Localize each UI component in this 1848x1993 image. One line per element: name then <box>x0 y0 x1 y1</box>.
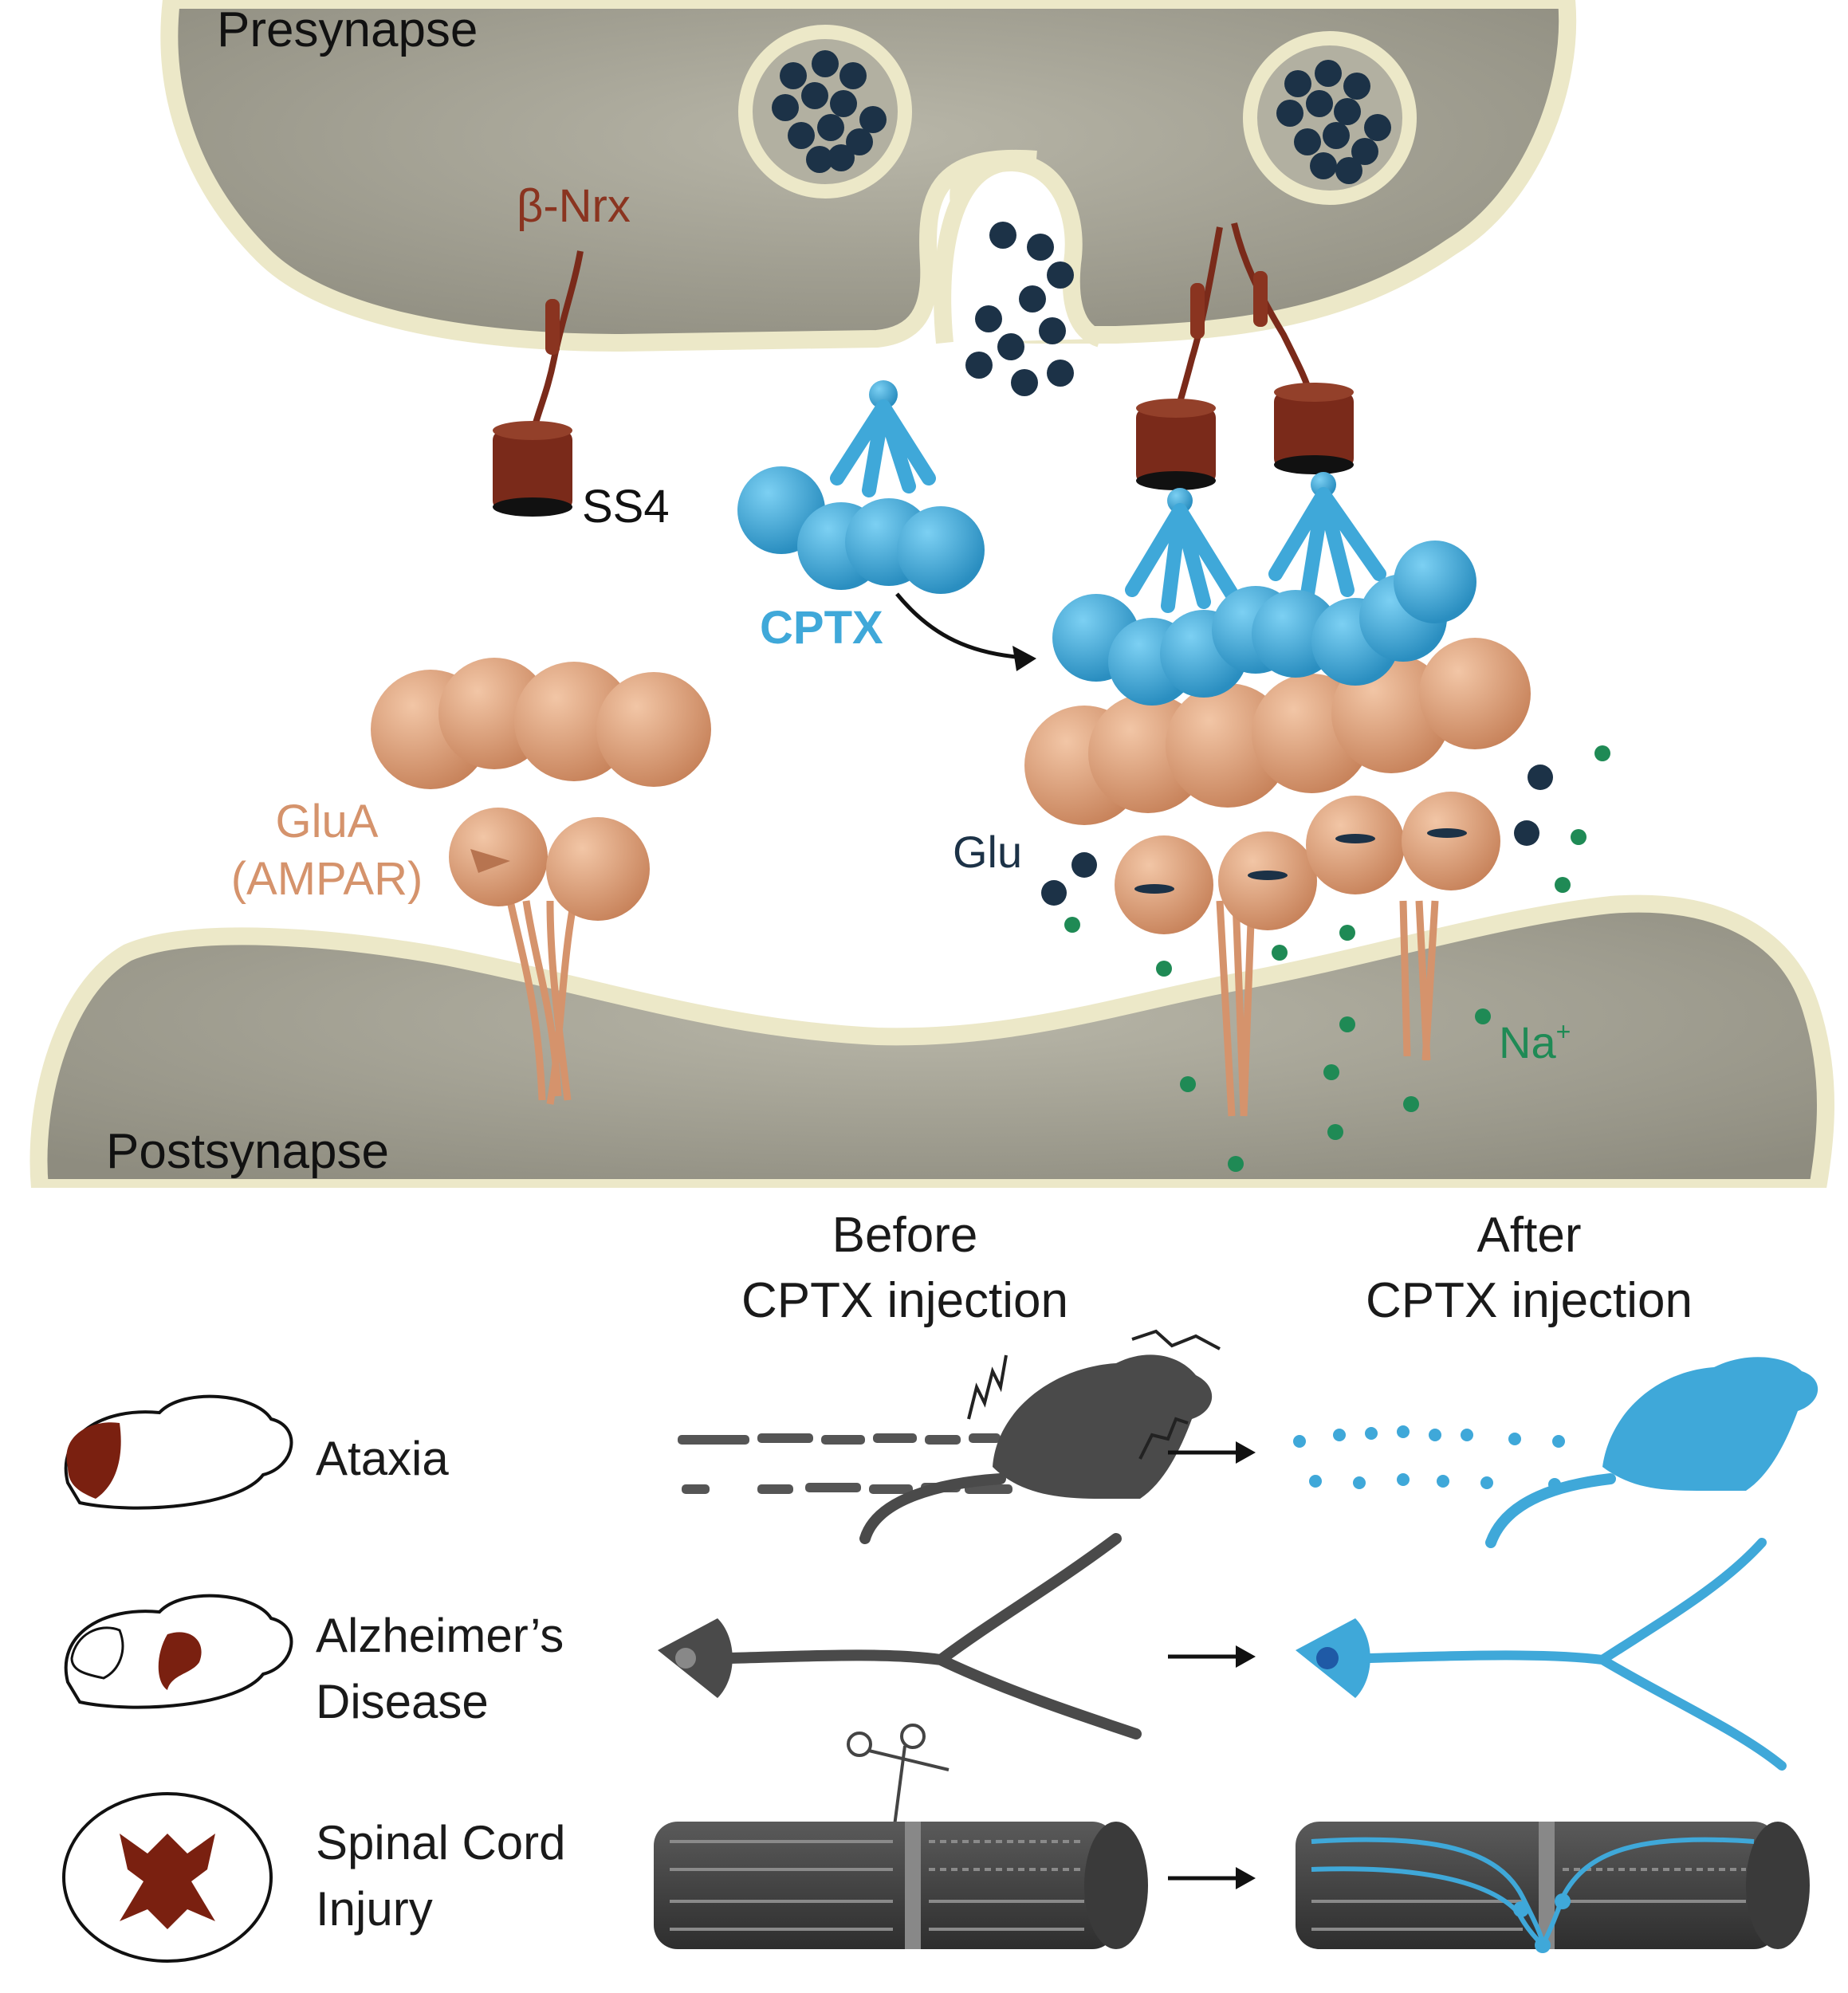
sodium-ions <box>1064 745 1610 1172</box>
cptx-molecule-free <box>737 380 985 594</box>
ss4-label: SS4 <box>582 481 670 533</box>
neuron-icon <box>658 1533 1142 1739</box>
before-header-line1: Before <box>832 1208 978 1263</box>
condition-label: Ataxia <box>316 1432 449 1485</box>
glutamate-dots <box>1041 765 1553 906</box>
after-header-line1: After <box>1477 1208 1582 1263</box>
footprints-after <box>1293 1425 1565 1491</box>
before-header-line2: CPTX injection <box>741 1273 1068 1328</box>
synaptic-vesicle <box>738 25 912 199</box>
row-ataxia: Ataxia <box>64 1329 1819 1548</box>
condition-label: Disease <box>316 1675 489 1728</box>
beta-neurexin-left <box>493 250 584 517</box>
condition-label: Alzheimer’s <box>316 1609 564 1662</box>
disease-panel: Before CPTX injection After CPTX injecti… <box>0 1188 1848 1993</box>
arrow-icon <box>895 592 1025 660</box>
spinal-cord-before <box>654 1822 1148 1949</box>
beta-neurexin-right <box>1136 222 1354 490</box>
glua-label-line1: GluA <box>276 796 379 847</box>
tremor-lines <box>967 1329 1221 1460</box>
spinal-cord-after <box>1296 1822 1810 1953</box>
glu-label: Glu <box>953 827 1022 877</box>
ampar-left <box>371 658 711 1105</box>
row-spinal-cord: Spinal Cord Injury <box>62 1724 1810 1963</box>
row-alzheimers: Alzheimer’s Disease <box>64 1533 1787 1771</box>
arrow-icon <box>1168 1867 1256 1889</box>
footprints-before <box>678 1433 1012 1494</box>
after-header-line2: CPTX injection <box>1366 1273 1693 1328</box>
arrow-icon <box>1168 1441 1256 1464</box>
arrow-icon <box>1168 1645 1256 1668</box>
cptx-molecule-bound <box>1052 472 1476 706</box>
condition-label: Spinal Cord <box>316 1816 566 1869</box>
na-label: Na+ <box>1499 1017 1571 1067</box>
mouse-icon <box>859 1354 1213 1544</box>
released-glutamate <box>965 222 1074 396</box>
spinal-cord-section-icon <box>62 1792 273 1963</box>
scissors-icon <box>847 1724 950 1826</box>
mouse-icon <box>1485 1357 1819 1548</box>
synaptic-vesicle <box>1243 31 1417 205</box>
presynapse-pit <box>934 154 1104 348</box>
postsynapse-label: Postsynapse <box>106 1124 389 1179</box>
brain-cerebellum-icon <box>64 1394 293 1510</box>
condition-label: Injury <box>316 1882 433 1936</box>
neuron-icon <box>1296 1538 1787 1771</box>
presynapse-label: Presynapse <box>217 2 478 57</box>
postsynapse-membrane <box>29 894 1834 1197</box>
synapse-panel: Presynapse Postsynapse β-Nrx SS4 CPTX Gl… <box>29 0 1834 1197</box>
brain-hippocampus-icon <box>64 1594 293 1709</box>
glua-label-line2: (AMPAR) <box>231 853 423 905</box>
cptx-label: CPTX <box>760 602 883 654</box>
beta-nrx-label: β-Nrx <box>517 180 631 232</box>
